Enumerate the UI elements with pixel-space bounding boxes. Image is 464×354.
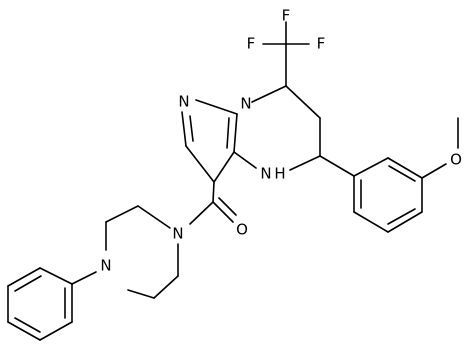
bond-ph1: [39, 267, 73, 285]
bond-pip-1: [137, 205, 171, 229]
atom-n-amine: N: [260, 165, 271, 183]
bond-ph5: [39, 321, 73, 341]
bond-pip-2: [105, 205, 139, 223]
bond-ph4: [7, 321, 41, 341]
atom-n-pyrazole: N: [178, 93, 189, 111]
bond-c3-c3a: [213, 151, 235, 183]
bond-ph-double-a: [14, 275, 42, 292]
atom-n-amide: N: [172, 225, 183, 243]
atom-h-amine: H: [274, 165, 285, 183]
bond-ar1: [353, 157, 389, 177]
bond-ar5: [353, 211, 389, 233]
bond-pip-4: [127, 289, 155, 299]
bond-nh-c3a: [233, 151, 257, 169]
bond-ar-double-a: [388, 165, 416, 182]
atom-n-piperazine: N: [100, 257, 111, 275]
bond-pip-5: [153, 275, 179, 299]
bond-ar-o: [421, 163, 447, 179]
bond-c3a-c7a: [233, 113, 238, 153]
bond-n2-c2-double: [189, 115, 194, 142]
atom-labels: F F F N N N H O O N N: [100, 7, 462, 275]
atom-f-top: F: [282, 7, 291, 25]
bonds: [7, 21, 459, 341]
atom-n-ring-junction: N: [240, 95, 251, 113]
bond-ar-double-b: [387, 208, 416, 225]
bond-c5-nh: [289, 155, 321, 171]
bond-ar4: [387, 211, 423, 233]
bond-c7-n1: [251, 85, 287, 103]
bond-c3-ccarbonyl: [212, 181, 215, 203]
bond-npip-phenyl: [71, 271, 97, 285]
bond-c2-c3: [185, 145, 215, 183]
bond-ph2: [7, 267, 41, 287]
bond-c7a-n2: [195, 99, 238, 115]
atom-f-right: F: [317, 35, 326, 53]
bond-co-double: [218, 197, 237, 216]
bond-co: [212, 201, 234, 223]
atom-o-methoxy: O: [450, 151, 462, 169]
atom-f-left: F: [247, 35, 256, 53]
bond-c5-aryl: [319, 155, 355, 177]
bond-n2-c2: [181, 111, 187, 147]
bond-ph-double-b: [14, 317, 41, 333]
atom-o-carbonyl: O: [236, 221, 248, 239]
bond-ccarbonyl-namide: [189, 201, 214, 225]
bond-c7-c6: [285, 85, 321, 119]
bond-ar2: [387, 157, 423, 179]
bond-c3a-c7a-double: [226, 117, 230, 149]
